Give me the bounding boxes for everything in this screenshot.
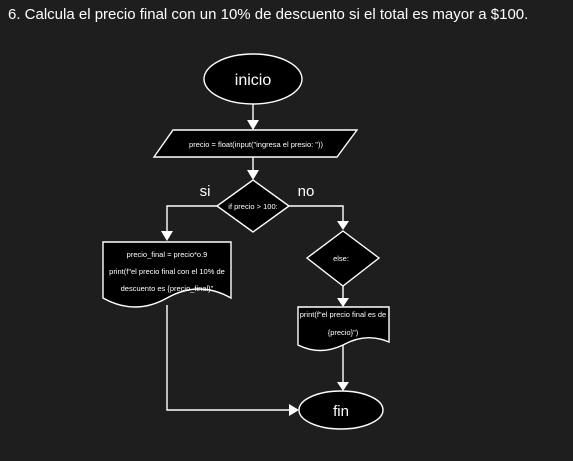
- end-label: fin: [333, 403, 349, 420]
- input-label: precio = float(input("ingresa el presio:…: [189, 140, 323, 149]
- connector-no-branch: [289, 205, 344, 222]
- arrowhead: [247, 170, 259, 180]
- condition-label: if precio > 100:: [228, 202, 277, 211]
- connector-yes-to-end: [166, 305, 290, 411]
- end-ellipse: [298, 390, 384, 430]
- connectors: [161, 104, 349, 416]
- start-ellipse: [203, 53, 303, 105]
- connector-yes-branch: [166, 205, 217, 233]
- else-label: else:: [333, 254, 349, 263]
- input-node[interactable]: precio = float(input("ingresa el presio:…: [152, 129, 359, 158]
- start-label: inicio: [235, 72, 272, 89]
- yes-doc-line-1: precio_final = precio*o.9: [127, 250, 208, 259]
- no-document-shape: [297, 306, 390, 352]
- condition-diamond: [215, 179, 291, 233]
- yes-doc-line-3: descuento es {precio_final}": [121, 284, 214, 293]
- arrowhead: [247, 120, 259, 130]
- no-doc-line-2: {precio}"): [328, 328, 359, 337]
- yes-branch-label: si: [200, 183, 211, 200]
- arrowhead: [161, 231, 173, 241]
- end-node[interactable]: fin: [298, 390, 384, 430]
- arrowhead: [289, 404, 299, 416]
- yes-document-node[interactable]: precio_final = precio*o.9 print(f"el pre…: [102, 241, 232, 308]
- condition-node[interactable]: if precio > 100:: [215, 179, 291, 233]
- else-diamond: [305, 230, 381, 287]
- no-branch-label: no: [298, 183, 315, 200]
- no-document-node[interactable]: print(f"el precio final es de {precio}"): [297, 306, 390, 352]
- arrowhead: [337, 382, 349, 391]
- yes-doc-line-2: print(f"el precio final con el 10% de: [109, 267, 225, 276]
- arrowhead: [337, 298, 349, 307]
- arrowhead: [337, 221, 349, 230]
- input-parallelogram: [152, 129, 359, 158]
- start-node[interactable]: inicio: [203, 53, 303, 105]
- else-node[interactable]: else:: [305, 230, 381, 287]
- yes-document-shape: [102, 241, 232, 308]
- no-doc-line-1: print(f"el precio final es de: [300, 310, 386, 319]
- page-title: 6. Calcula el precio final con un 10% de…: [8, 6, 529, 23]
